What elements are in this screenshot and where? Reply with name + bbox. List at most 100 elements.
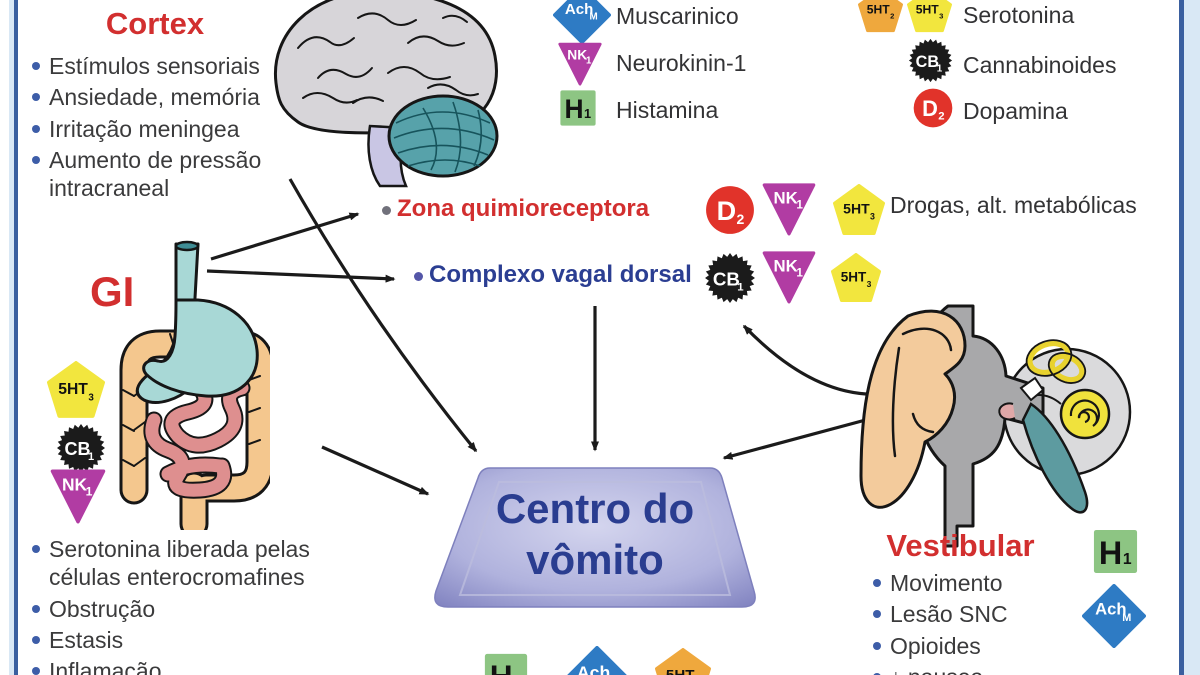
stomach — [135, 240, 259, 404]
bullet-icon — [32, 667, 40, 675]
svg-text:2: 2 — [890, 12, 894, 21]
frame-border-right — [1179, 0, 1184, 675]
chemoreceptor-zone-label: Zona quimioreceptora — [397, 195, 650, 222]
svg-text:NK: NK — [774, 189, 798, 208]
vomit-center-line2: vômito — [526, 536, 664, 583]
bullet-text: Ansiedade, memória — [49, 84, 260, 111]
list-item: Movimento — [873, 569, 1083, 597]
svg-text:1: 1 — [937, 63, 943, 74]
svg-text:3: 3 — [88, 392, 94, 403]
svg-text:H: H — [1099, 535, 1122, 571]
bullet-icon — [873, 641, 881, 650]
legend-neurokinin-label: Neurokinin-1 — [616, 50, 747, 76]
bullet-icon — [32, 124, 40, 133]
svg-text:5HT: 5HT — [867, 3, 891, 17]
svg-text:5HT: 5HT — [843, 201, 870, 217]
gi-title: GI — [90, 268, 135, 315]
arrow-gi-to-vagal-complex — [206, 269, 396, 283]
svg-text:1: 1 — [586, 55, 592, 66]
list-item: Estasis — [32, 626, 337, 654]
bullet-text: Aumento de pressão intracraneal — [49, 146, 262, 202]
bullet-text: Irritação meningea — [49, 115, 240, 142]
vagal-complex-bullet — [414, 272, 423, 281]
svg-text:2: 2 — [737, 211, 745, 227]
bullet-icon — [32, 604, 40, 613]
svg-text:M: M — [589, 12, 597, 23]
svg-text:NK: NK — [62, 474, 88, 494]
legend-cannabinoid-label: Cannabinoides — [963, 52, 1117, 78]
nk1-neurokinin-icon: NK1 — [762, 251, 816, 304]
vomit-center-label: Centro do vômito — [425, 483, 765, 585]
brain-illustration — [273, 0, 499, 188]
svg-text:Ach: Ach — [565, 1, 594, 18]
list-item: ↓ nausea — [873, 663, 1083, 675]
bullet-icon — [32, 62, 40, 70]
bullet-icon — [32, 93, 40, 102]
list-item: Inflamação — [32, 657, 337, 675]
bullet-text: Obstrução — [49, 595, 156, 622]
cochlea-and-canals — [998, 339, 1111, 440]
svg-text:1: 1 — [796, 267, 803, 280]
svg-text:Ach: Ach — [577, 663, 610, 675]
svg-text:3: 3 — [870, 211, 875, 221]
list-item: Obstrução — [32, 595, 337, 623]
chemoreceptor-zone-bullet — [382, 206, 391, 215]
gi-tract-illustration — [119, 240, 270, 530]
bullet-text: Estasis — [49, 626, 124, 653]
svg-text:3: 3 — [867, 279, 872, 289]
svg-text:5HT: 5HT — [916, 3, 940, 17]
svg-text:Ach: Ach — [1095, 600, 1126, 619]
vestibular-title: Vestibular — [886, 528, 1035, 563]
svg-text:1: 1 — [737, 281, 744, 293]
svg-text:5HT: 5HT — [666, 667, 695, 675]
list-item: Lesão SNC — [873, 600, 1083, 628]
outer-ear-pinna — [859, 309, 967, 509]
frame-band-left — [9, 0, 14, 675]
nk1-neurokinin-icon: NK1 — [762, 183, 816, 236]
bullet-icon — [873, 672, 881, 675]
arrow-gi-to-chemoreceptor-zone — [210, 212, 360, 261]
legend-muscarinic-label: Muscarinico — [616, 3, 739, 29]
list-item: Aumento de pressão intracraneal — [32, 146, 282, 203]
arrow-vestibular-to-vagal-complex — [742, 324, 867, 396]
svg-text:CB: CB — [65, 439, 91, 459]
svg-text:2: 2 — [938, 110, 944, 122]
vagal-complex-label: Complexo vagal dorsal — [429, 261, 692, 288]
svg-text:M: M — [1122, 612, 1131, 624]
svg-text:NK: NK — [567, 47, 587, 62]
list-item: Irritação meningea — [32, 115, 282, 143]
svg-text:1: 1 — [88, 451, 94, 463]
svg-text:NK: NK — [774, 257, 798, 276]
svg-text:5HT: 5HT — [841, 270, 867, 285]
arrow-cortex-to-vomit-center — [288, 178, 478, 453]
small-intestine — [143, 367, 251, 499]
cb1-cannabinoid-icon: CB1 — [705, 253, 755, 303]
frame-band-right — [1184, 0, 1200, 675]
legend-histamine-label: Histamina — [616, 97, 719, 123]
svg-text:5HT: 5HT — [58, 381, 88, 398]
svg-text:3: 3 — [939, 12, 943, 21]
svg-text:CB: CB — [916, 53, 939, 71]
cb1-cannabinoid-icon: CB1 — [57, 424, 105, 472]
